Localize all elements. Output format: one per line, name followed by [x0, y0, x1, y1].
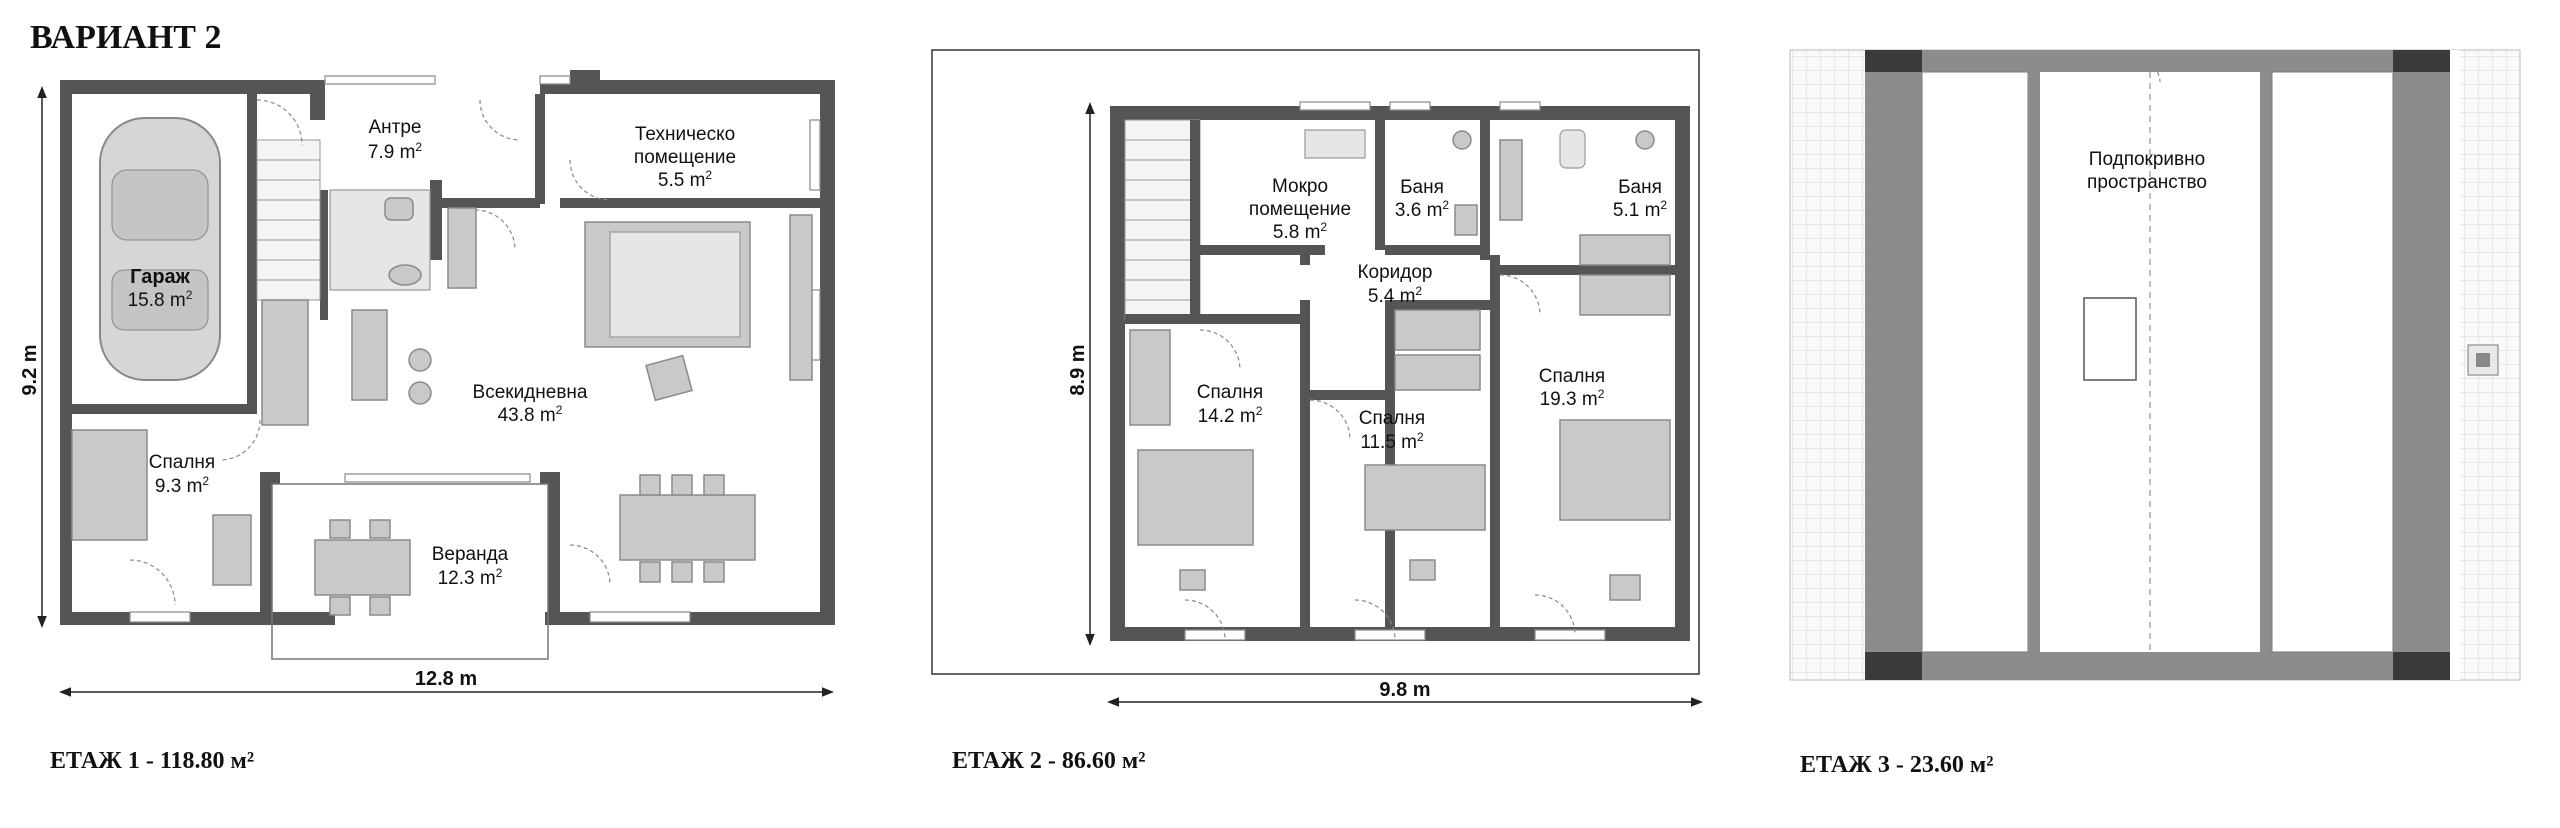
- room-area-bath-2: 5.1 m2: [1613, 198, 1668, 221]
- floor-1-height: 9.2 m: [19, 344, 41, 395]
- room-area-bedroom-2: 14.2 m2: [1198, 404, 1263, 427]
- floor-1-caption: ЕТАЖ 1 - 118.80 м²: [50, 748, 254, 774]
- floor-3-caption: ЕТАЖ 3 - 23.60 м²: [1800, 752, 1993, 778]
- room-name-laundry-line1: Мокро: [1272, 176, 1328, 197]
- room-area-bedroom-4: 19.3 m2: [1540, 387, 1605, 410]
- floor-1-plan: Гараж 15.8 m2 Антре 7.9 m2 Техническо по…: [19, 70, 835, 774]
- room-name-garage: Гараж: [130, 266, 191, 288]
- room-name-technical-line2: помещение: [634, 147, 736, 168]
- floor-2-height: 8.9 m: [1067, 344, 1089, 395]
- floor-2-width: 9.8 m: [1379, 679, 1430, 701]
- floor-1-width: 12.8 m: [415, 668, 477, 690]
- room-name-laundry-line2: помещение: [1249, 199, 1351, 220]
- floor-3-plan: Подпокривно пространство ЕТАЖ 3 - 23.60 …: [1789, 49, 2521, 778]
- car-icon: [99, 117, 221, 381]
- room-area-entry: 7.9 m2: [368, 140, 423, 163]
- room-area-living: 43.8 m2: [498, 403, 563, 426]
- room-area-bedroom-1: 9.3 m2: [155, 474, 210, 497]
- room-name-bath-1: Баня: [1400, 177, 1444, 198]
- room-area-corridor: 5.4 m2: [1368, 284, 1423, 307]
- room-name-living: Всекидневна: [473, 382, 588, 403]
- room-name-corridor: Коридор: [1357, 262, 1432, 283]
- room-area-garage: 15.8 m2: [128, 288, 193, 311]
- room-area-bedroom-3: 11.5 m2: [1360, 430, 1424, 453]
- room-name-bedroom-1: Спалня: [149, 452, 215, 473]
- room-name-attic-line2: пространство: [2087, 172, 2207, 193]
- room-area-laundry: 5.8 m2: [1273, 220, 1328, 243]
- room-name-bedroom-3: Спалня: [1359, 408, 1425, 429]
- room-area-verandah: 12.3 m2: [438, 566, 503, 589]
- room-name-bedroom-2: Спалня: [1197, 382, 1263, 403]
- variant-title: ВАРИАНТ 2: [30, 19, 221, 56]
- room-name-attic-line1: Подпокривно: [2089, 149, 2205, 170]
- room-name-technical-line1: Техническо: [635, 124, 735, 145]
- room-area-technical: 5.5 m2: [658, 168, 713, 191]
- room-name-bath-2: Баня: [1618, 177, 1662, 198]
- room-area-bath-1: 3.6 m2: [1395, 198, 1450, 221]
- room-name-entry: Антре: [368, 117, 421, 138]
- room-name-bedroom-4: Спалня: [1539, 366, 1605, 387]
- floor-2-plan: Мокро помещение 5.8 m2 Баня 3.6 m2 Баня …: [931, 49, 1703, 774]
- room-name-verandah: Веранда: [432, 544, 509, 565]
- floor-2-caption: ЕТАЖ 2 - 86.60 м²: [952, 748, 1145, 774]
